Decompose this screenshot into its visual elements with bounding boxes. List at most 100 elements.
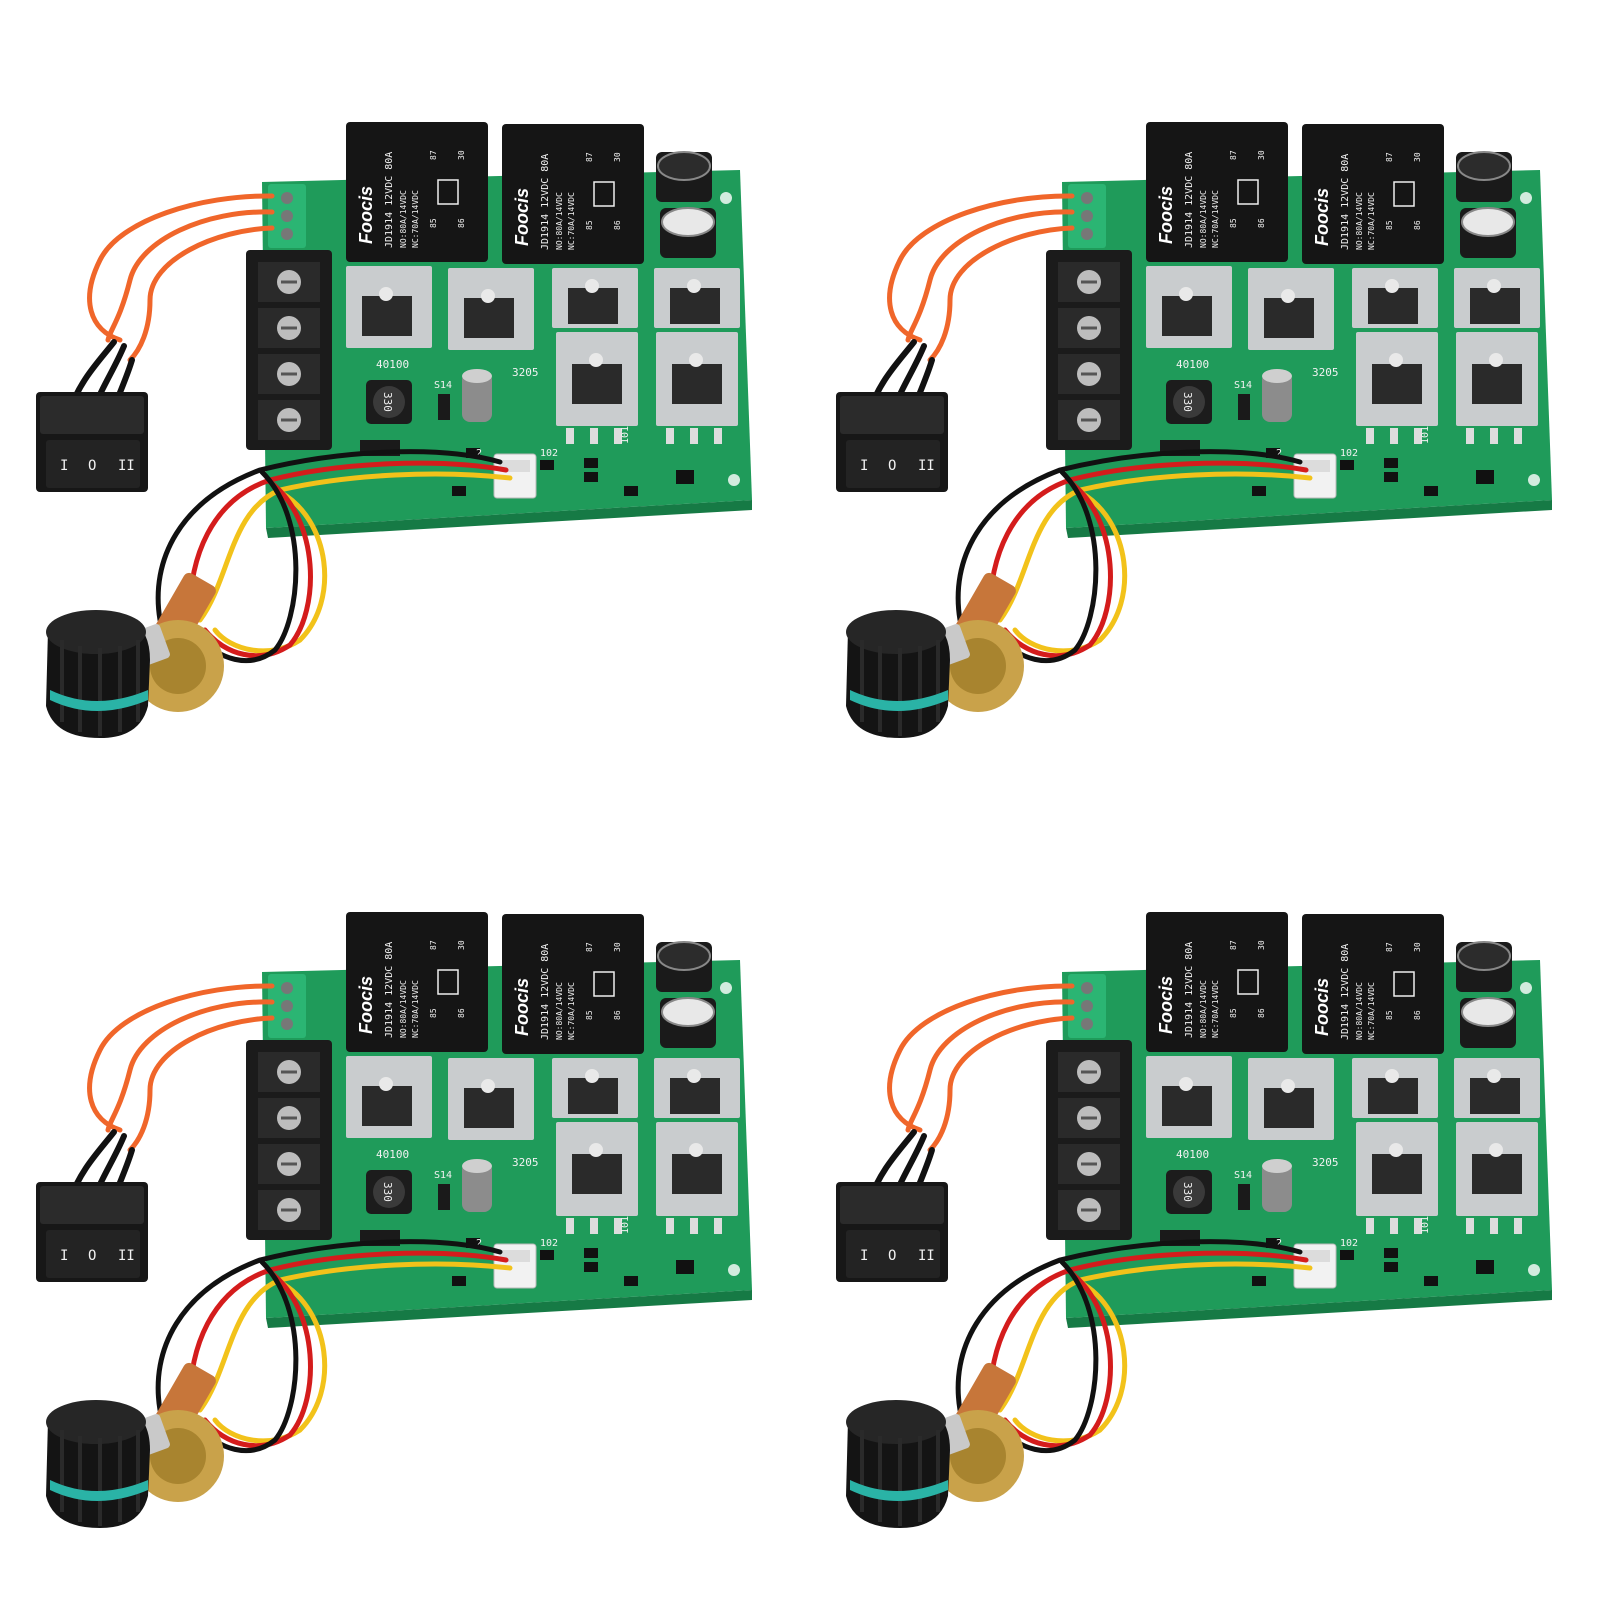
svg-text:30: 30 — [613, 152, 622, 162]
potentiometer — [926, 1362, 1024, 1502]
svg-text:101: 101 — [620, 426, 631, 444]
svg-text:30: 30 — [457, 940, 466, 950]
svg-text:S14: S14 — [1234, 1170, 1252, 1181]
svg-text:330: 330 — [1181, 392, 1194, 412]
svg-text:I: I — [60, 458, 68, 474]
svg-text:85: 85 — [1229, 1008, 1238, 1018]
svg-text:86: 86 — [613, 220, 622, 230]
svg-text:Foocis: Foocis — [1156, 186, 1176, 244]
motor-controller-board-photo: Foocis JD1914 12VDC 80A NO:80A/14VDC NC:… — [836, 122, 1552, 738]
svg-text:Foocis: Foocis — [512, 978, 532, 1036]
svg-text:NC:70A/14VDC: NC:70A/14VDC — [1211, 190, 1220, 248]
svg-text:NC:70A/14VDC: NC:70A/14VDC — [567, 982, 576, 1040]
svg-text:30: 30 — [1257, 150, 1266, 160]
jst-connector — [493, 453, 537, 499]
svg-text:NC:70A/14VDC: NC:70A/14VDC — [1367, 192, 1376, 250]
motor-controller-board-photo: Foocis JD1914 12VDC 80A NO:80A/14VDC NC:… — [36, 122, 752, 738]
svg-text:JD1914 12VDC 80A: JD1914 12VDC 80A — [1340, 944, 1351, 1040]
svg-text:86: 86 — [1257, 1008, 1266, 1018]
svg-text:101: 101 — [620, 1216, 631, 1234]
svg-text:30: 30 — [1413, 942, 1422, 952]
svg-text:330: 330 — [1181, 1182, 1194, 1202]
switch-wires — [67, 193, 275, 413]
svg-text:NC:70A/14VDC: NC:70A/14VDC — [411, 980, 420, 1038]
svg-text:87: 87 — [1229, 150, 1238, 160]
svg-text:Foocis: Foocis — [356, 976, 376, 1034]
relay-right: Foocis JD1914 12VDC 80A NO:80A/14VDC NC:… — [502, 124, 644, 264]
relay-left: Foocis JD1914 12VDC 80A NO:80A/14VDC NC:… — [1146, 122, 1288, 262]
svg-text:102: 102 — [1340, 1238, 1358, 1249]
svg-text:2: 2 — [1276, 448, 1282, 459]
svg-text:S14: S14 — [1234, 380, 1252, 391]
svg-text:JD1914 12VDC 80A: JD1914 12VDC 80A — [384, 942, 395, 1038]
pcb-edge — [1066, 500, 1552, 538]
svg-text:Foocis: Foocis — [356, 186, 376, 244]
mosfet-heatsink-row-bottom — [556, 1122, 738, 1234]
capacitor-top — [656, 941, 712, 992]
svg-text:87: 87 — [429, 940, 438, 950]
svg-text:II: II — [118, 1248, 135, 1264]
svg-text:Foocis: Foocis — [1156, 976, 1176, 1034]
relay-right: Foocis JD1914 12VDC 80A NO:80A/14VDC NC:… — [1302, 124, 1444, 264]
svg-text:40100: 40100 — [1176, 358, 1209, 371]
knob — [46, 610, 150, 738]
motor-controller-board-photo: Foocis JD1914 12VDC 80A NO:80A/14VDC NC:… — [36, 912, 752, 1528]
svg-text:JD1914 12VDC 80A: JD1914 12VDC 80A — [1184, 152, 1195, 248]
svg-text:2: 2 — [1276, 1238, 1282, 1249]
product-photo-tile-2: Foocis JD1914 12VDC 80A NO:80A/14VDC NC:… — [800, 0, 1600, 800]
svg-text:101: 101 — [1420, 1216, 1431, 1234]
capacitor-top — [1456, 941, 1512, 992]
svg-text:NO:80A/14VDC: NO:80A/14VDC — [399, 980, 408, 1038]
svg-text:S14: S14 — [434, 1170, 452, 1181]
knob — [846, 610, 950, 738]
rocker-switch: I O II — [836, 392, 948, 492]
switch-wires — [867, 983, 1075, 1203]
svg-text:O: O — [88, 458, 96, 474]
green-terminal-block — [1068, 184, 1106, 248]
svg-text:NO:80A/14VDC: NO:80A/14VDC — [399, 190, 408, 248]
pot-wires — [155, 449, 513, 664]
svg-text:JD1914 12VDC 80A: JD1914 12VDC 80A — [540, 154, 551, 250]
svg-text:102: 102 — [1340, 448, 1358, 459]
svg-text:3205: 3205 — [1312, 1156, 1339, 1169]
svg-text:40100: 40100 — [376, 1148, 409, 1161]
relay-left: Foocis JD1914 12VDC 80A NO:80A/14VDC NC:… — [346, 912, 488, 1052]
svg-text:85: 85 — [1229, 218, 1238, 228]
pcb-edge — [266, 1290, 752, 1328]
capacitor-bottom — [1460, 997, 1516, 1048]
svg-text:101: 101 — [1420, 426, 1431, 444]
svg-text:Foocis: Foocis — [1312, 188, 1332, 246]
mosfet-heatsink-row-top — [1146, 1056, 1540, 1140]
svg-text:NC:70A/14VDC: NC:70A/14VDC — [567, 192, 576, 250]
svg-text:NC:70A/14VDC: NC:70A/14VDC — [1367, 982, 1376, 1040]
green-terminal-block — [268, 184, 306, 248]
capacitor-top — [1456, 151, 1512, 202]
svg-text:NO:80A/14VDC: NO:80A/14VDC — [1199, 980, 1208, 1038]
pcb-edge — [1066, 1290, 1552, 1328]
svg-text:NO:80A/14VDC: NO:80A/14VDC — [1355, 982, 1364, 1040]
inductor: 330 — [366, 380, 412, 424]
mosfet-heatsink-row-top — [346, 1056, 740, 1140]
power-terminal-block — [246, 250, 332, 450]
svg-text:JD1914 12VDC 80A: JD1914 12VDC 80A — [540, 944, 551, 1040]
power-terminal-block — [1046, 250, 1132, 450]
svg-text:NC:70A/14VDC: NC:70A/14VDC — [1211, 980, 1220, 1038]
svg-text:S14: S14 — [434, 380, 452, 391]
svg-text:NO:80A/14VDC: NO:80A/14VDC — [1199, 190, 1208, 248]
svg-text:86: 86 — [457, 1008, 466, 1018]
product-photo-tile-3: Foocis JD1914 12VDC 80A NO:80A/14VDC NC:… — [0, 790, 800, 1590]
mosfet-heatsink-row-top — [346, 266, 740, 350]
pot-wires — [955, 1239, 1313, 1454]
capacitor-top — [656, 151, 712, 202]
potentiometer — [126, 1362, 224, 1502]
capacitor-bottom — [660, 997, 716, 1048]
mosfet-heatsink-row-top — [1146, 266, 1540, 350]
switch-wires — [867, 193, 1075, 413]
svg-text:I: I — [60, 1248, 68, 1264]
svg-text:O: O — [88, 1248, 96, 1264]
relay-left: Foocis JD1914 12VDC 80A NO:80A/14VDC NC:… — [1146, 912, 1288, 1052]
svg-text:40100: 40100 — [1176, 1148, 1209, 1161]
inductor: 330 — [1166, 1170, 1212, 1214]
inductor: 330 — [1166, 380, 1212, 424]
svg-text:30: 30 — [1257, 940, 1266, 950]
